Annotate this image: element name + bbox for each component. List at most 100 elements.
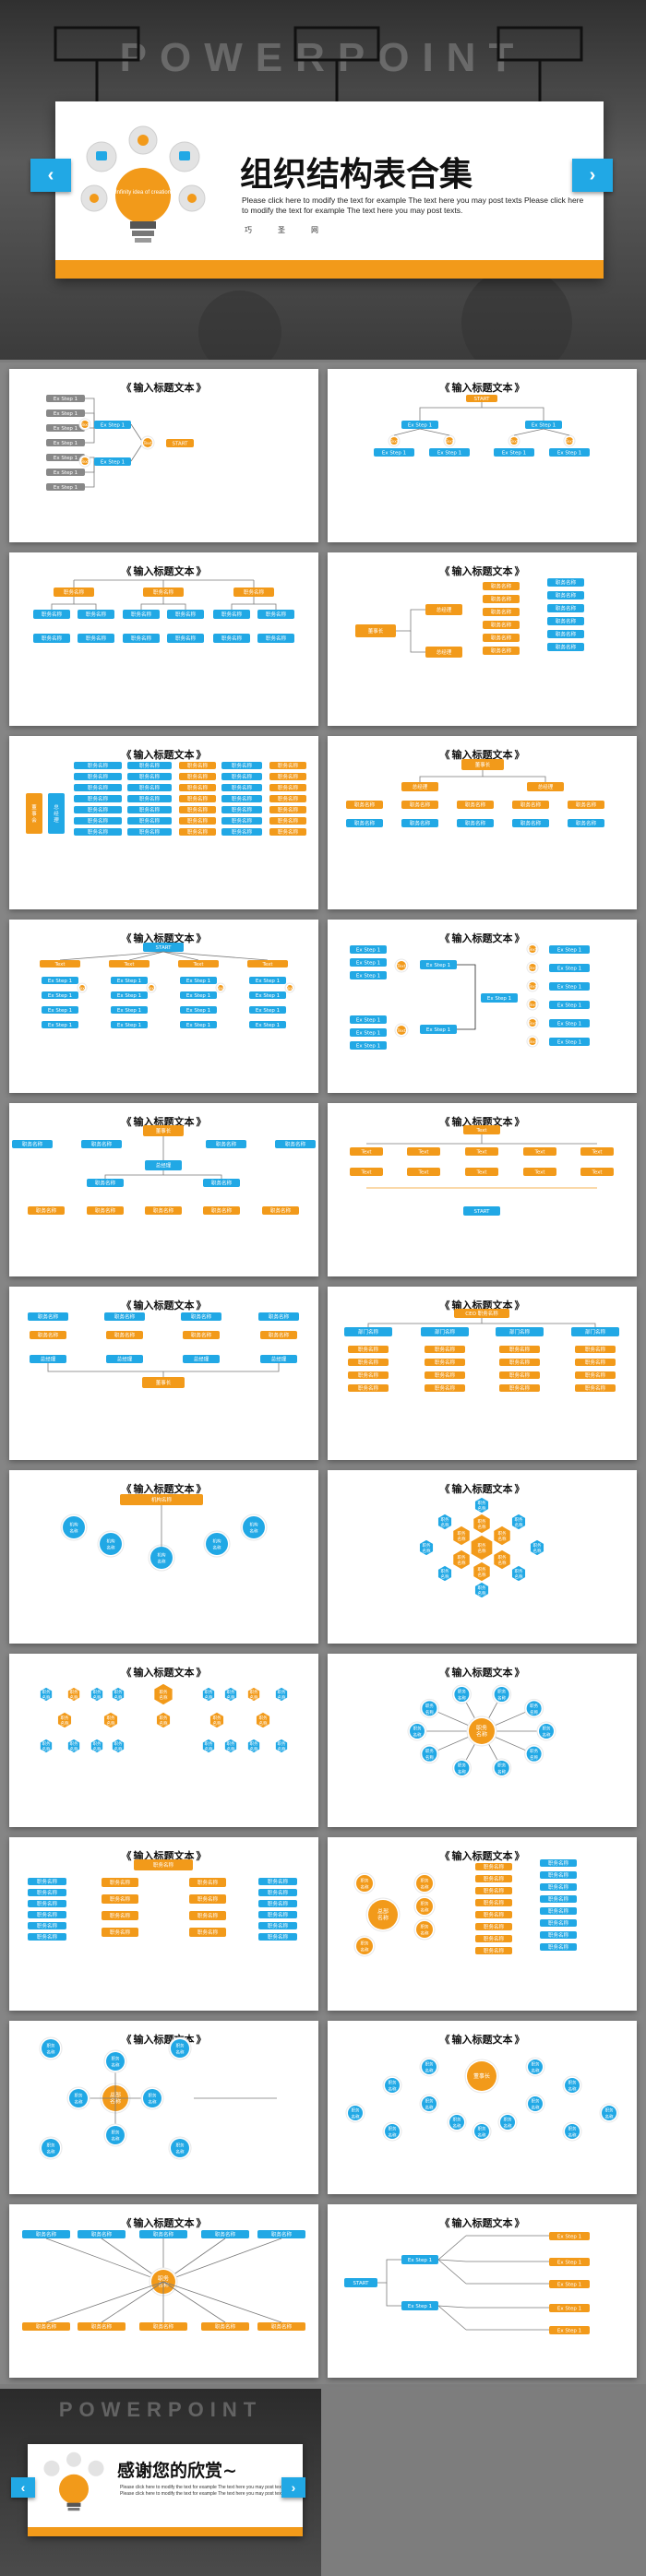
org-box[interactable]: 董事长 [461,759,504,770]
org-box[interactable]: 职务名称 [575,1346,616,1353]
org-circle[interactable]: 职务名称 [451,1684,472,1704]
org-circle[interactable]: 职务名称 [103,2123,127,2147]
org-box[interactable]: 职务名称 [475,1947,512,1954]
org-box[interactable]: Ex Step 1 [549,2258,590,2266]
org-circle[interactable]: 职务名称 [419,1698,439,1718]
org-circle[interactable]: 职务名称 [451,1758,472,1778]
org-box[interactable]: 职务名称 [475,1863,512,1870]
org-circle[interactable]: 职务名称 [413,1895,436,1917]
org-box[interactable]: 职务名称 [87,1179,124,1187]
org-box[interactable]: 职务名称 [179,773,216,780]
slide-thumbnail[interactable]: 输入标题文本STARTEx Step 1Ex Step 1Ex Step 1Ex… [328,2204,637,2378]
org-box[interactable]: 职务名称 [568,819,604,827]
org-hexagon[interactable]: 职务名称 [274,1686,289,1703]
org-box[interactable]: 职务名称 [257,634,294,643]
org-circle[interactable]: 职务名称 [353,1935,376,1957]
org-box[interactable]: 职务名称 [540,1859,577,1867]
org-box[interactable]: 职务名称 [348,1371,389,1379]
org-hexagon[interactable]: 职务名称 [223,1686,238,1703]
org-box[interactable]: 总经理 [30,1355,66,1363]
org-hexagon[interactable]: 职务名称 [274,1738,289,1754]
org-box[interactable]: Text [247,960,288,967]
org-box[interactable]: 职务名称 [499,1371,540,1379]
org-circle[interactable]: 职务名称 [525,2057,545,2077]
org-box[interactable]: 职务名称 [213,610,250,619]
org-box[interactable]: 职务名称 [134,1859,193,1870]
org-box[interactable]: Ex Step 1 [46,483,85,491]
org-circle[interactable]: 机构名称 [97,1530,125,1558]
org-circle[interactable]: 职务名称 [472,2121,492,2142]
org-box[interactable]: 职务名称 [269,795,306,802]
org-box[interactable]: 职务名称 [181,1312,221,1321]
org-box[interactable]: 职务名称 [221,784,262,791]
org-box[interactable]: 职务名称 [78,634,114,643]
org-hexagon[interactable]: 职务名称 [56,1711,73,1729]
org-hexagon[interactable]: 职务名称 [529,1538,545,1557]
org-box[interactable]: 职务名称 [127,773,172,780]
org-circle[interactable]: 机构名称 [60,1514,88,1541]
org-box[interactable]: 职务名称 [139,2230,187,2238]
org-box[interactable]: Text [40,960,80,967]
slide-thumbnail[interactable]: 输入标题文本职务名称职务名称职务名称职务名称职务名称职务名称职务名称职务名称职务… [9,1837,318,2011]
org-box[interactable]: 职务名称 [221,762,262,769]
slide-thumbnail[interactable]: 输入标题文本Ex Step 1Ex Step 1Ex Step 1Ex Step… [328,920,637,1093]
org-circle[interactable]: 董事长 [464,2059,499,2094]
org-box[interactable]: 职务名称 [512,801,549,809]
org-circle[interactable]: Text [526,979,539,992]
org-box[interactable]: 职务名称 [575,1371,616,1379]
org-box[interactable]: 职务名称 [275,1140,316,1148]
org-box[interactable]: 职务名称 [483,621,520,629]
org-hexagon[interactable]: 职务名称 [246,1686,261,1703]
slide-thumbnail[interactable]: 输入标题文本职务名称职务名称总经理职务名称职务名称总经理职务名称职务名称总经理职… [9,1287,318,1460]
org-box[interactable]: Ex Step 1 [249,977,286,984]
org-box[interactable]: 职务名称 [189,1928,226,1937]
org-box[interactable]: 职务名称 [139,2322,187,2331]
org-box[interactable]: 总经理 [527,782,564,791]
org-box[interactable]: 职务名称 [28,1922,66,1929]
org-box[interactable]: 职务名称 [127,784,172,791]
org-hexagon[interactable]: 职务名称 [66,1686,81,1703]
org-box[interactable]: 职务名称 [143,588,184,597]
org-circle[interactable]: Text [146,982,157,993]
org-box[interactable]: Ex Step 1 [46,469,85,476]
org-box[interactable]: 董事长 [142,1377,185,1388]
org-box[interactable]: 职务名称 [425,1346,465,1353]
org-box[interactable]: 职务名称 [102,1878,138,1887]
org-box[interactable]: 职务名称 [22,2230,70,2238]
org-hexagon[interactable]: 职务名称 [152,1682,174,1706]
org-box[interactable]: Ex Step 1 [350,1028,387,1037]
org-box[interactable]: 职务名称 [547,630,584,638]
org-hexagon[interactable]: 职务名称 [492,1549,512,1571]
org-circle[interactable]: Text [78,418,91,431]
org-hexagon[interactable]: 职务名称 [223,1738,238,1754]
previous-slide-button[interactable]: ‹ [30,159,71,192]
org-circle[interactable]: 职务名称 [562,2075,582,2095]
org-circle[interactable]: 职务名称 [524,1744,544,1764]
org-box[interactable]: Ex Step 1 [420,960,457,969]
org-box[interactable]: Ex Step 1 [549,964,590,972]
org-box[interactable]: 职务名称 [189,1894,226,1904]
org-box[interactable]: 职务名称 [74,828,122,836]
org-box[interactable]: 职务名称 [78,2322,126,2331]
org-box[interactable]: 职务名称 [475,1935,512,1942]
org-box[interactable]: Ex Step 1 [42,1021,78,1028]
org-box[interactable]: 职务名称 [206,1140,246,1148]
org-box[interactable]: 职务名称 [189,1911,226,1920]
org-box[interactable]: Text [523,1147,556,1156]
org-circle[interactable]: 职务名称 [536,1721,556,1741]
org-box[interactable]: Text [580,1147,614,1156]
org-box[interactable]: Ex Step 1 [549,945,590,954]
org-hexagon[interactable]: 职务名称 [510,1513,527,1531]
next-slide-button[interactable]: › [281,2477,305,2498]
org-hexagon[interactable]: 职务名称 [473,1496,490,1514]
slide-thumbnail[interactable]: 输入标题文本机构名称机构名称机构名称机构名称机构名称机构名称 [9,1470,318,1644]
org-box[interactable]: 职务名称 [28,1911,66,1918]
org-box[interactable]: Ex Step 1 [111,977,148,984]
org-box[interactable]: Ex Step 1 [494,448,534,457]
org-circle[interactable]: 职务名称 [168,2036,192,2060]
org-circle[interactable]: Text [526,998,539,1011]
org-box[interactable]: 职务名称 [78,610,114,619]
slide-thumbnail[interactable]: 输入标题文本CEO 职务名称部门名称职务名称职务名称职务名称职务名称部门名称职务… [328,1287,637,1460]
org-box[interactable]: Ex Step 1 [429,448,470,457]
